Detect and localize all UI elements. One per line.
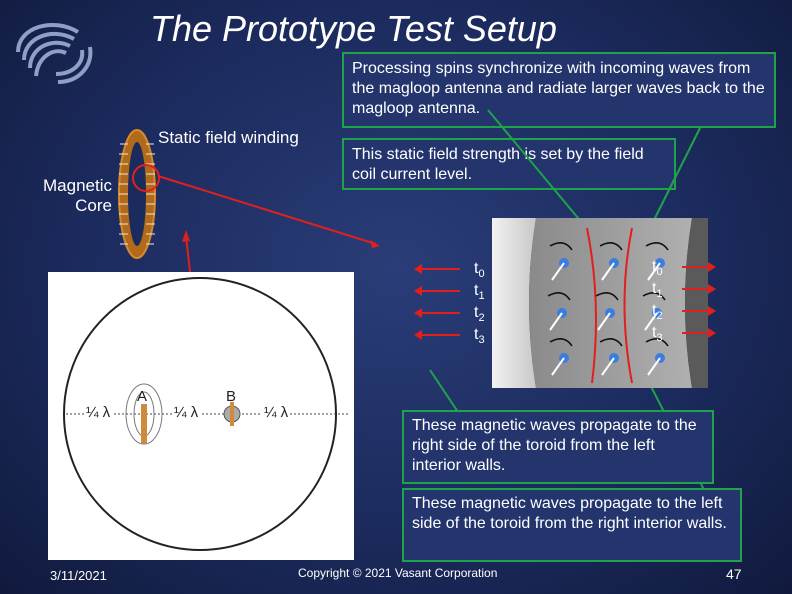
time-label: t3 — [474, 326, 485, 347]
arrow-left-icon — [420, 290, 460, 292]
arrowhead-right-icon — [708, 262, 716, 272]
right-time-labels: t0 t1 t2 t3 — [652, 256, 722, 344]
antenna-diagram: A B ¼ λ ¼ λ ¼ λ — [48, 272, 354, 560]
time-label: t3 — [652, 324, 663, 345]
arrowhead-left-icon — [414, 264, 422, 274]
right-propagation-text: These magnetic waves propagate to the ri… — [412, 417, 697, 474]
point-a-label: A — [137, 388, 148, 405]
time-subscript: 2 — [478, 312, 485, 325]
arrow-left-icon — [420, 268, 460, 270]
time-label: t1 — [474, 282, 485, 303]
arrow-left-icon — [420, 312, 460, 314]
time-subscript: 3 — [478, 334, 485, 347]
left-time-row: t3 — [414, 324, 492, 346]
time-subscript: 1 — [478, 290, 485, 303]
arrowhead-left-icon — [414, 286, 422, 296]
arrow-right-icon — [682, 266, 708, 268]
quarter-lambda-label-1: ¼ λ — [84, 404, 113, 421]
static-field-winding-label: Static field winding — [158, 128, 299, 147]
toroid-cross-section — [492, 218, 708, 388]
coil-highlight-circle — [132, 164, 160, 192]
left-propagation-callout: These magnetic waves propagate to the le… — [402, 488, 742, 562]
right-time-row: t3 — [652, 322, 722, 344]
company-logo — [8, 12, 98, 92]
arrow-left-icon — [420, 334, 460, 336]
time-label: t0 — [652, 258, 663, 279]
footer-copyright: Copyright © 2021 Vasant Corporation — [298, 566, 498, 580]
page-number: 47 — [726, 566, 742, 582]
right-propagation-callout: These magnetic waves propagate to the ri… — [402, 410, 714, 484]
left-time-row: t1 — [414, 280, 492, 302]
magnetic-core-line1: Magnetic — [43, 176, 112, 195]
magnetic-core-line2: Core — [75, 196, 112, 215]
arrowhead-left-icon — [414, 330, 422, 340]
quarter-lambda-label-2: ¼ λ — [172, 404, 201, 421]
arrowhead-right-icon — [708, 328, 716, 338]
time-label: t2 — [474, 304, 485, 325]
time-subscript: 2 — [656, 310, 663, 323]
magnetic-core-label: Magnetic Core — [28, 176, 112, 216]
time-subscript: 3 — [656, 332, 663, 345]
precessing-callout-text: Processing spins synchronize with incomi… — [352, 60, 765, 117]
arrow-right-icon — [682, 332, 708, 334]
time-subscript: 1 — [656, 288, 663, 301]
left-time-row: t0 — [414, 258, 492, 280]
time-subscript: 0 — [656, 266, 663, 279]
precessing-callout: Processing spins synchronize with incomi… — [342, 52, 776, 128]
right-time-row: t0 — [652, 256, 722, 278]
time-label: t0 — [474, 260, 485, 281]
time-label: t1 — [652, 280, 663, 301]
right-time-row: t1 — [652, 278, 722, 300]
time-subscript: 0 — [478, 268, 485, 281]
time-label: t2 — [652, 302, 663, 323]
arrowhead-right-icon — [708, 284, 716, 294]
slide-title: The Prototype Test Setup — [150, 8, 557, 49]
toroid-coil — [112, 124, 162, 264]
static-field-callout-text: This static field strength is set by the… — [352, 146, 644, 183]
left-time-row: t2 — [414, 302, 492, 324]
right-time-row: t2 — [652, 300, 722, 322]
static-field-callout: This static field strength is set by the… — [342, 138, 676, 190]
left-time-labels: t0 t1 t2 t3 — [414, 258, 492, 346]
arrow-right-icon — [682, 310, 708, 312]
footer-date: 3/11/2021 — [50, 568, 107, 583]
left-propagation-text: These magnetic waves propagate to the le… — [412, 495, 727, 532]
arrowhead-left-icon — [414, 308, 422, 318]
arrow-right-icon — [682, 288, 708, 290]
quarter-lambda-label-3: ¼ λ — [262, 404, 291, 421]
arrowhead-right-icon — [708, 306, 716, 316]
point-b-label: B — [226, 388, 237, 405]
